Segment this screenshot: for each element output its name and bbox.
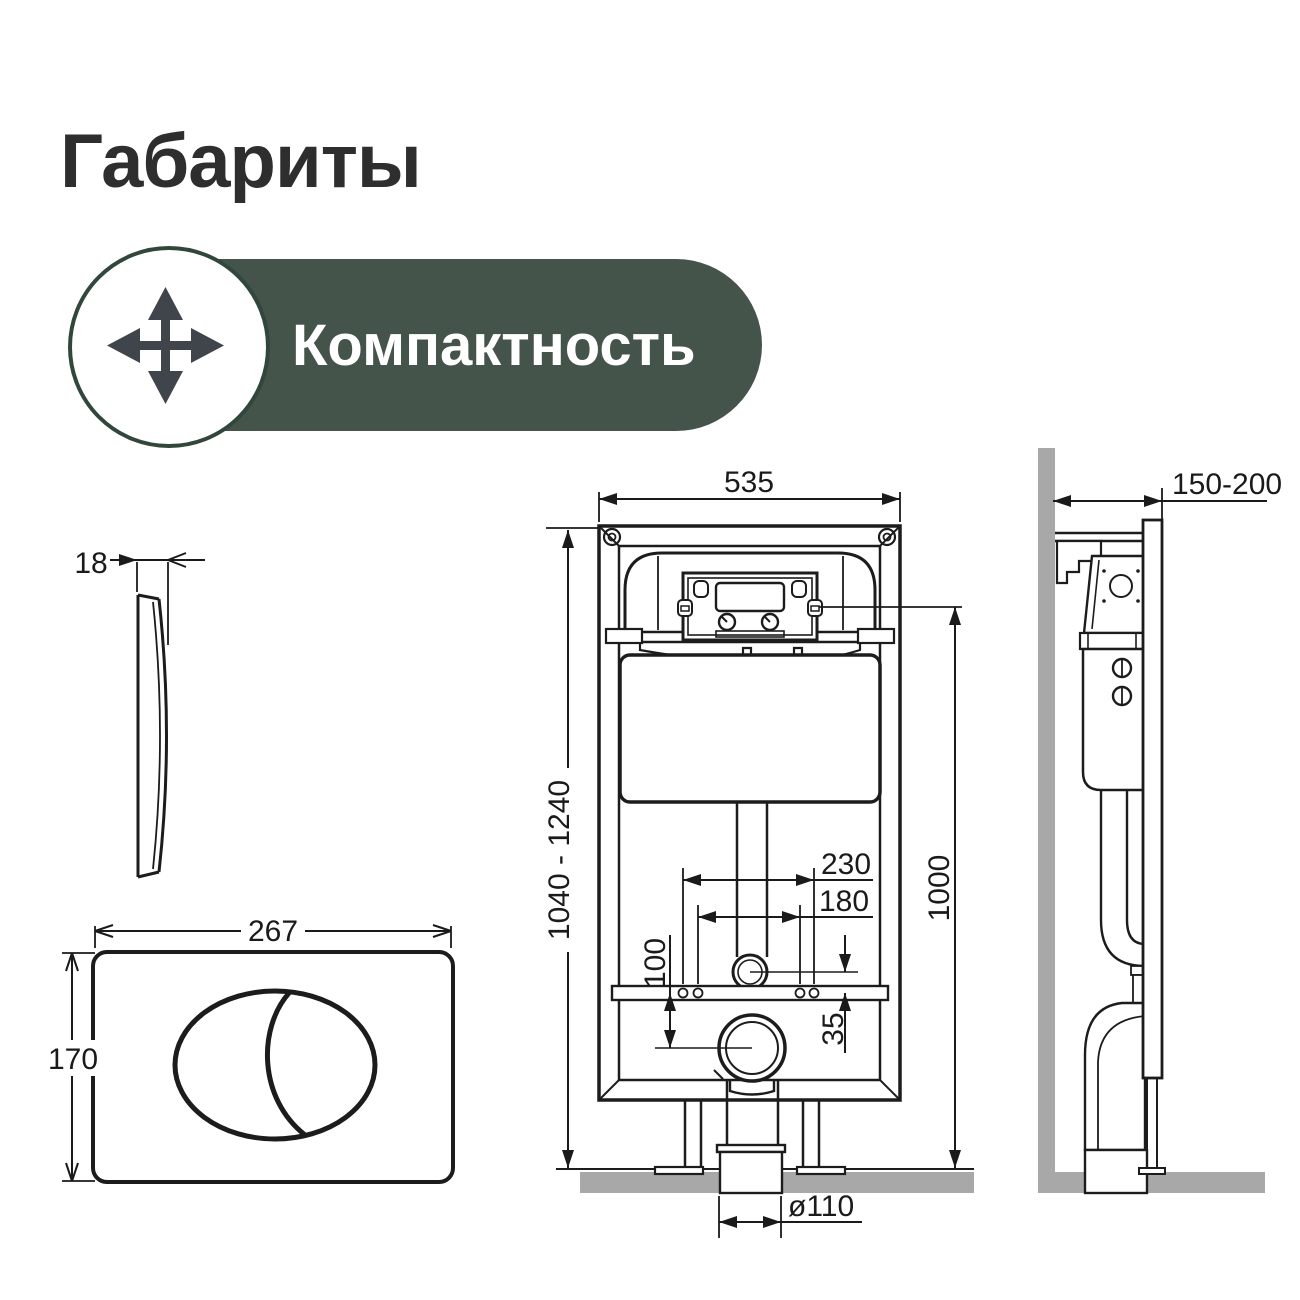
frame-front-view bbox=[556, 524, 974, 1195]
frame-leg bbox=[683, 1100, 703, 1167]
leg-foot bbox=[653, 1165, 705, 1176]
frame-screw-hole bbox=[607, 532, 617, 542]
fixing-hole bbox=[808, 987, 820, 999]
cistern-tank bbox=[1081, 647, 1143, 792]
badge-label: Компактность bbox=[292, 312, 696, 378]
screw bbox=[1111, 685, 1133, 707]
dim-label-1000: 1000 bbox=[923, 855, 956, 922]
dim-label-1040-1240: 1040 - 1240 bbox=[543, 780, 576, 940]
dim-label-180: 180 bbox=[819, 885, 869, 918]
drain-pipe bbox=[725, 1081, 780, 1145]
dim-plate-height: 170 bbox=[48, 952, 98, 1182]
drain-pipe-floor bbox=[718, 1150, 784, 1195]
flush-plate-side-view bbox=[136, 593, 168, 879]
outlet-elbow bbox=[1083, 1001, 1147, 1152]
wall bbox=[1038, 448, 1055, 1192]
frame-screw-hole bbox=[602, 527, 622, 547]
pipe-hole bbox=[1109, 574, 1133, 598]
frame-bar bbox=[1141, 518, 1164, 1080]
dim-label-267: 267 bbox=[248, 915, 298, 948]
feature-badge: Компактность bbox=[0, 0, 1300, 470]
floor bbox=[1038, 1172, 1265, 1193]
fixing-hole bbox=[794, 987, 806, 999]
dim-wall-depth: 150-200 bbox=[1053, 468, 1282, 520]
dim-fixing-inner: 180 bbox=[697, 885, 873, 984]
badge-circle bbox=[68, 246, 270, 448]
flush-pipe bbox=[1099, 790, 1129, 920]
leg-foot bbox=[795, 1165, 847, 1176]
fixing-hole bbox=[677, 987, 689, 999]
dim-label-18: 18 bbox=[74, 547, 107, 580]
dim-label-150-200: 150-200 bbox=[1172, 468, 1282, 501]
dim-label-535: 535 bbox=[724, 466, 774, 499]
dim-label-170: 170 bbox=[48, 1043, 98, 1076]
frame-leg bbox=[801, 1100, 821, 1167]
dim-panel-height: 1000 bbox=[923, 607, 961, 1168]
frame-screw-hole bbox=[882, 532, 892, 542]
dim-label-230: 230 bbox=[821, 848, 871, 881]
leg-foot bbox=[1138, 1167, 1166, 1175]
cistern-tank bbox=[618, 653, 882, 804]
frame-leg bbox=[1146, 1078, 1158, 1168]
frame-side-view bbox=[1038, 448, 1265, 1195]
dim-outlet-offset: 100 bbox=[639, 935, 752, 1049]
dim-label-35: 35 bbox=[817, 1012, 850, 1045]
access-panel bbox=[677, 571, 823, 642]
access-panel-window bbox=[714, 581, 786, 613]
flush-button-divider bbox=[264, 991, 307, 1137]
fixing-hole bbox=[692, 987, 704, 999]
dim-plate-width: 267 bbox=[94, 913, 452, 948]
dim-plate-thickness: 18 bbox=[74, 547, 205, 645]
dim-inlet-offset: 35 bbox=[817, 935, 851, 1053]
page-title: Габариты bbox=[60, 119, 422, 204]
dim-label-o110: ø110 bbox=[788, 1190, 854, 1223]
frame-screw-hole bbox=[877, 527, 897, 547]
dim-drain-diameter: ø110 bbox=[718, 1190, 862, 1238]
dim-fixing-outer: 230 bbox=[682, 848, 873, 984]
dim-frame-width: 535 bbox=[598, 466, 901, 522]
screw bbox=[1111, 657, 1133, 679]
dim-label-100: 100 bbox=[639, 938, 672, 988]
wall-bracket bbox=[1055, 539, 1103, 585]
drain-pipe-floor bbox=[1083, 1148, 1149, 1195]
dim-frame-height: 1040 - 1240 bbox=[543, 527, 600, 1168]
move-icon bbox=[107, 287, 224, 404]
flush-plate-front-view bbox=[91, 950, 455, 1184]
